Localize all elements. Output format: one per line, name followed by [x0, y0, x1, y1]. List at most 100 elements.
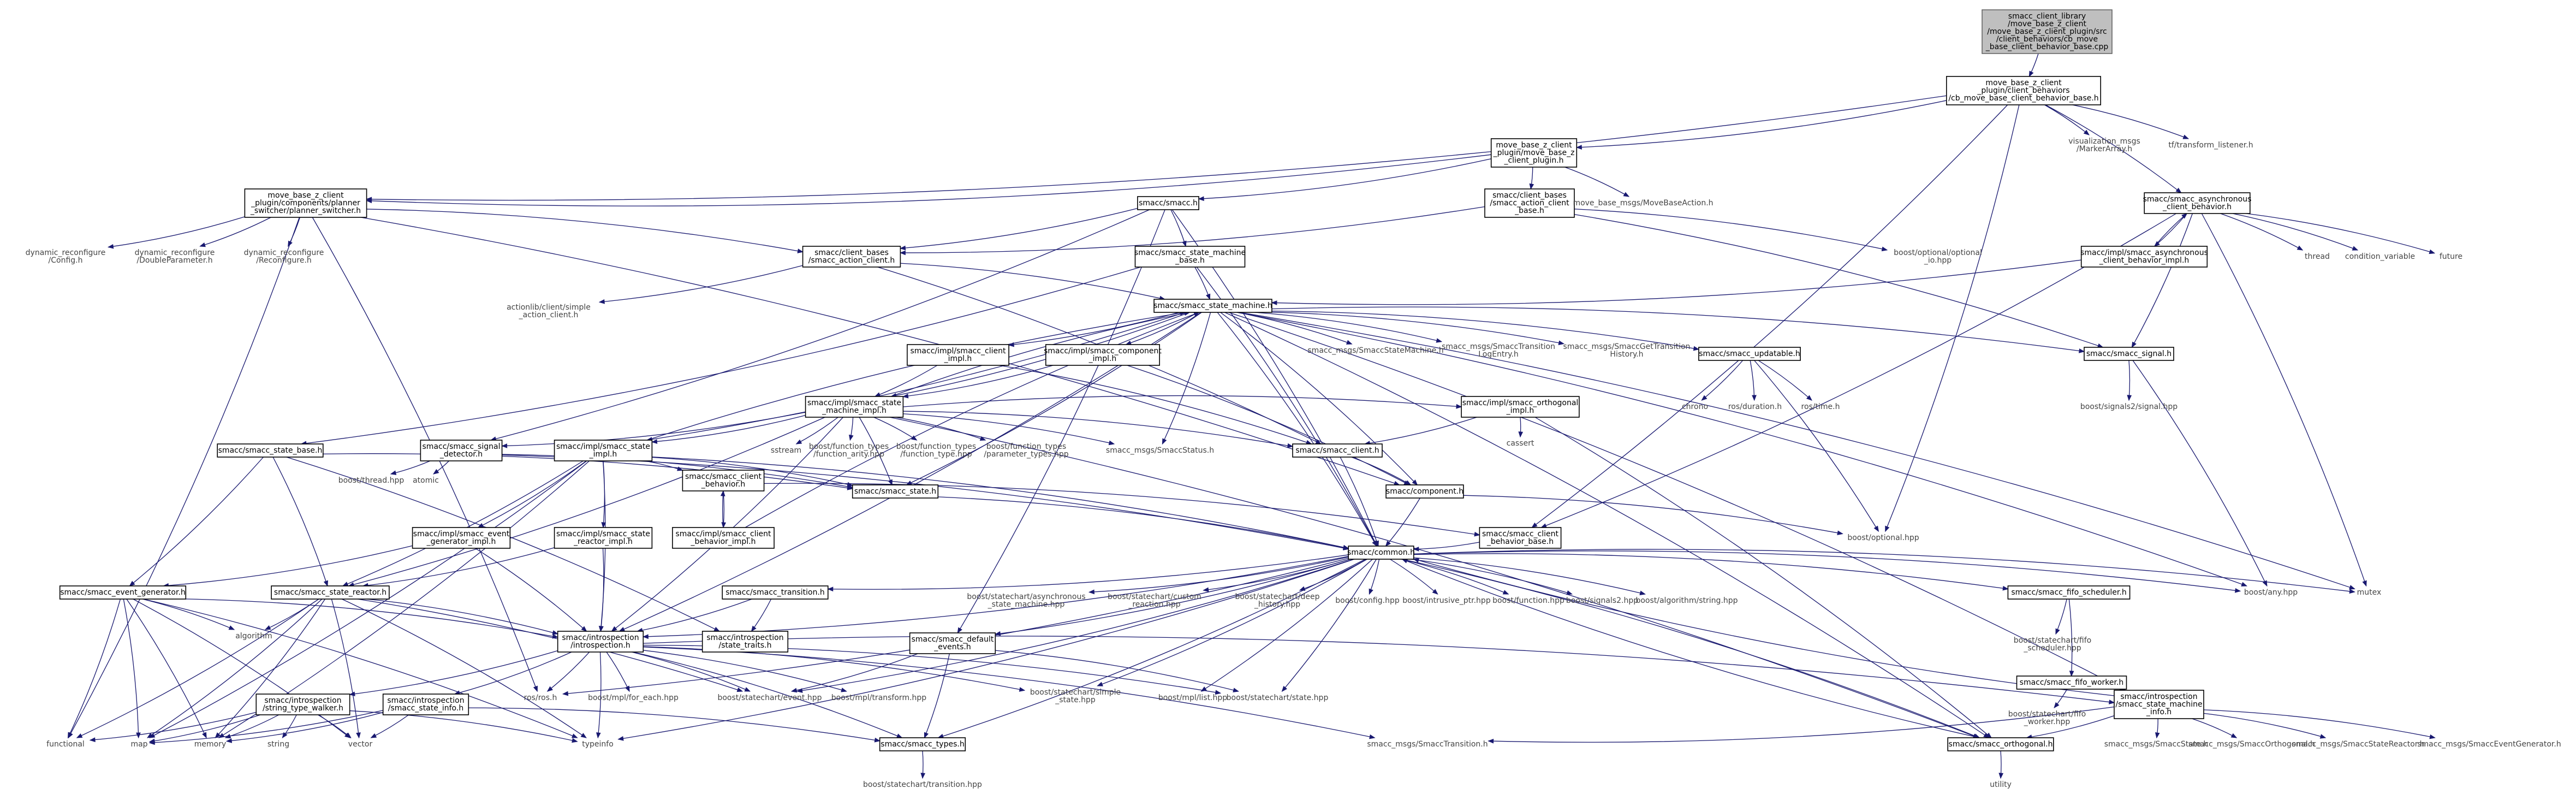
graph-node-fifoworker[interactable]: smacc/smacc_fifo_worker.h	[2016, 675, 2127, 690]
graph-node-strwalker[interactable]: smacc/introspection/string_type_walker.h	[255, 694, 350, 715]
edge-scbimpl-to-ssm	[745, 312, 1199, 528]
graph-node-reactimpl[interactable]: smacc/impl/smacc_state_reactor_impl.h	[554, 527, 653, 549]
edge-ssm-to-orthogonal	[1224, 312, 1989, 738]
graph-node-component[interactable]: smacc/component.h	[1385, 484, 1464, 499]
arrowhead-defevents-to-types	[924, 732, 929, 739]
graph-node-orthogonal[interactable]: smacc/smacc_orthogonal.h	[1947, 737, 2054, 751]
arrowhead-mbzcp-to-planner	[366, 198, 372, 204]
edge-ssm-to-mgth	[1271, 312, 1564, 345]
graph-node-fifosched[interactable]: smacc/smacc_fifo_scheduler.h	[2007, 585, 2131, 600]
edge-stateinfo-to-memory	[227, 712, 383, 742]
arrowhead-common-to-typeinfo	[617, 736, 624, 741]
node-label: visualization_msgs/MarkerArray.h	[2068, 137, 2140, 153]
graph-node-chrono: chrono	[1682, 402, 1708, 411]
edge-sstate_base-to-evgen	[129, 457, 264, 586]
graph-node-introspection[interactable]: smacc/introspection/introspection.h	[557, 631, 644, 653]
graph-node-signal[interactable]: smacc/smacc_signal.h	[2084, 347, 2174, 361]
node-label: smacc/impl/smacc_orthogonal_impl.h	[1462, 399, 1579, 415]
node-label: dynamic_reconfigure/Config.h	[26, 248, 106, 265]
graph-node-strans[interactable]: smacc/introspection/state_traits.h	[701, 631, 789, 653]
node-label: smacc/client_bases/smacc_action_client.h	[808, 248, 895, 265]
graph-node-evgen[interactable]: smacc/smacc_event_generator.h	[59, 585, 187, 600]
arrowhead-asyncimpl-to-async	[2181, 213, 2188, 219]
graph-node-cbsac[interactable]: smacc/client_bases/smacc_action_client_b…	[1484, 188, 1575, 218]
edge-updatable-to-rosdur	[1750, 360, 1755, 401]
node-label: move_base_z_client_plugin/move_base_z_cl…	[1493, 141, 1575, 165]
graph-node-sstate_base[interactable]: smacc/smacc_state_base.h	[217, 443, 324, 458]
node-label: smacc/introspection/state_traits.h	[706, 633, 783, 650]
graph-node-dynrec: dynamic_reconfigure/Reconfigure.h	[244, 248, 324, 265]
graph-node-ssm[interactable]: smacc/smacc_state_machine.h	[1153, 299, 1272, 313]
node-label: smacc/impl/smacc_state_machine_impl.h	[807, 399, 901, 415]
graph-node-cbmbh[interactable]: move_base_z_client_plugin/client_behavio…	[1946, 76, 2102, 105]
graph-node-typeinfo: typeinfo	[582, 740, 614, 749]
edge-ssm-to-smimpl	[891, 312, 1190, 397]
graph-node-cbac[interactable]: smacc/client_bases/smacc_action_client.h	[802, 246, 901, 268]
graph-node-root[interactable]: smacc_client_library/move_base_z_client/…	[1982, 9, 2113, 54]
graph-node-reactor[interactable]: smacc/smacc_state_reactor.h	[271, 585, 390, 600]
arrowhead-evgenimpl-to-introspection	[581, 626, 587, 632]
graph-node-smacch[interactable]: smacc/smacc.h	[1137, 196, 1199, 210]
graph-node-stateinfo[interactable]: smacc/introspection/smacc_state_info.h	[382, 694, 469, 715]
graph-node-memory: memory	[194, 740, 227, 749]
arrowhead-orthogonal-to-utility	[1998, 773, 2004, 779]
graph-node-common[interactable]: smacc/common.h	[1347, 546, 1415, 560]
node-label: cassert	[1507, 439, 1534, 448]
graph-node-bsig2: boost/signals2.hpp	[1566, 596, 1638, 605]
graph-node-smimpl[interactable]: smacc/impl/smacc_state_machine_impl.h	[805, 396, 904, 418]
graph-node-clientimpl[interactable]: smacc/impl/smacc_client_impl.h	[907, 344, 1009, 366]
arrowhead-stateinfo-to-map	[148, 740, 155, 745]
graph-node-scbimpl[interactable]: smacc/impl/smacc_client_behavior_impl.h	[672, 527, 775, 549]
arrowhead-smimpl-to-sclient	[1287, 443, 1294, 448]
edge-common-to-types	[938, 559, 1366, 738]
graph-node-functional: functional	[46, 740, 85, 749]
graph-node-bfunc: boost/function.hpp	[1492, 596, 1564, 605]
arrowhead-introspection-to-smi	[2109, 700, 2115, 704]
graph-node-async[interactable]: smacc/smacc_asynchronous_client_behavior…	[2143, 192, 2252, 214]
graph-node-bsc_simple: boost/statechart/simple_state.hpp	[1030, 688, 1121, 704]
arrowhead-sigdet-to-bthread	[390, 470, 397, 475]
node-label: smacc/smacc_signal_detector.h	[423, 442, 501, 459]
graph-node-mbzcp[interactable]: move_base_z_client_plugin/move_base_z_cl…	[1490, 138, 1578, 168]
arrowhead-sstate-to-common	[1343, 545, 1349, 550]
edge-orthimpl-to-orthogonal	[1534, 417, 1992, 738]
graph-node-sigdet[interactable]: smacc/smacc_signal_detector.h	[420, 440, 503, 461]
graph-node-transition[interactable]: smacc/smacc_transition.h	[722, 585, 829, 600]
graph-node-orthimpl[interactable]: smacc/impl/smacc_orthogonal_impl.h	[1461, 396, 1580, 418]
graph-node-rostime: ros/time.h	[1801, 402, 1840, 411]
node-label: tf/transform_listener.h	[2168, 141, 2253, 150]
edge-planner-to-component	[360, 217, 1400, 485]
node-label: boost/mpl/transform.hpp	[831, 694, 926, 702]
edge-clientimpl-to-sclient	[999, 365, 1312, 445]
graph-node-compimpl[interactable]: smacc/impl/smacc_component_impl.h	[1044, 344, 1162, 366]
graph-node-scb[interactable]: smacc/smacc_client_behavior.h	[682, 470, 765, 491]
arrowhead-cbmbh-to-async	[2175, 187, 2182, 193]
graph-node-smi[interactable]: smacc/introspection/smacc_state_machine_…	[2114, 690, 2204, 719]
graph-node-evgenimpl[interactable]: smacc/impl/smacc_event_generator_impl.h	[412, 527, 511, 549]
graph-node-mtrans: smacc_msgs/SmaccTransition.h	[1367, 740, 1488, 749]
arrowhead-clientimpl-to-smimpl	[874, 392, 881, 397]
node-label: smacc/smacc_fifo_worker.h	[2020, 678, 2124, 687]
edge-introspection-to-typeinfo	[597, 651, 602, 738]
arrowhead-smi-to-mtrans	[1488, 738, 1494, 744]
graph-node-bsc_event: boost/statechart/event.hpp	[717, 694, 822, 702]
edge-strwalker-to-typeinfo	[349, 710, 578, 742]
graph-node-smbase[interactable]: smacc/smacc_state_machine_base.h	[1134, 246, 1246, 268]
edge-compimpl-to-component	[1127, 365, 1409, 485]
graph-node-cbbase[interactable]: smacc/smacc_client_behavior_base.h	[1479, 527, 1562, 549]
graph-node-stateimpl[interactable]: smacc/impl/smacc_state_impl.h	[554, 440, 653, 461]
edge-smimpl-to-orthimpl	[903, 395, 1462, 407]
graph-node-sstate[interactable]: smacc/smacc_state.h	[852, 484, 939, 499]
node-label: smacc/component.h	[1386, 487, 1463, 496]
edge-reactor-to-map	[147, 598, 323, 738]
edge-evgenimpl-to-introspection	[475, 548, 587, 632]
graph-node-sclient[interactable]: smacc/smacc_client.h	[1292, 443, 1383, 458]
graph-node-defevents[interactable]: smacc/smacc_default_events.h	[909, 632, 996, 654]
graph-node-updatable[interactable]: smacc/smacc_updatable.h	[1698, 347, 1801, 361]
graph-node-types[interactable]: smacc/smacc_types.h	[879, 737, 966, 751]
graph-node-asyncimpl[interactable]: smacc/impl/smacc_asynchronous_client_beh…	[2080, 246, 2208, 268]
node-box	[2080, 246, 2208, 268]
graph-node-planner[interactable]: move_base_z_client_plugin/components/pla…	[244, 188, 367, 218]
arrowhead-orthimpl-to-cassert	[1518, 431, 1524, 438]
